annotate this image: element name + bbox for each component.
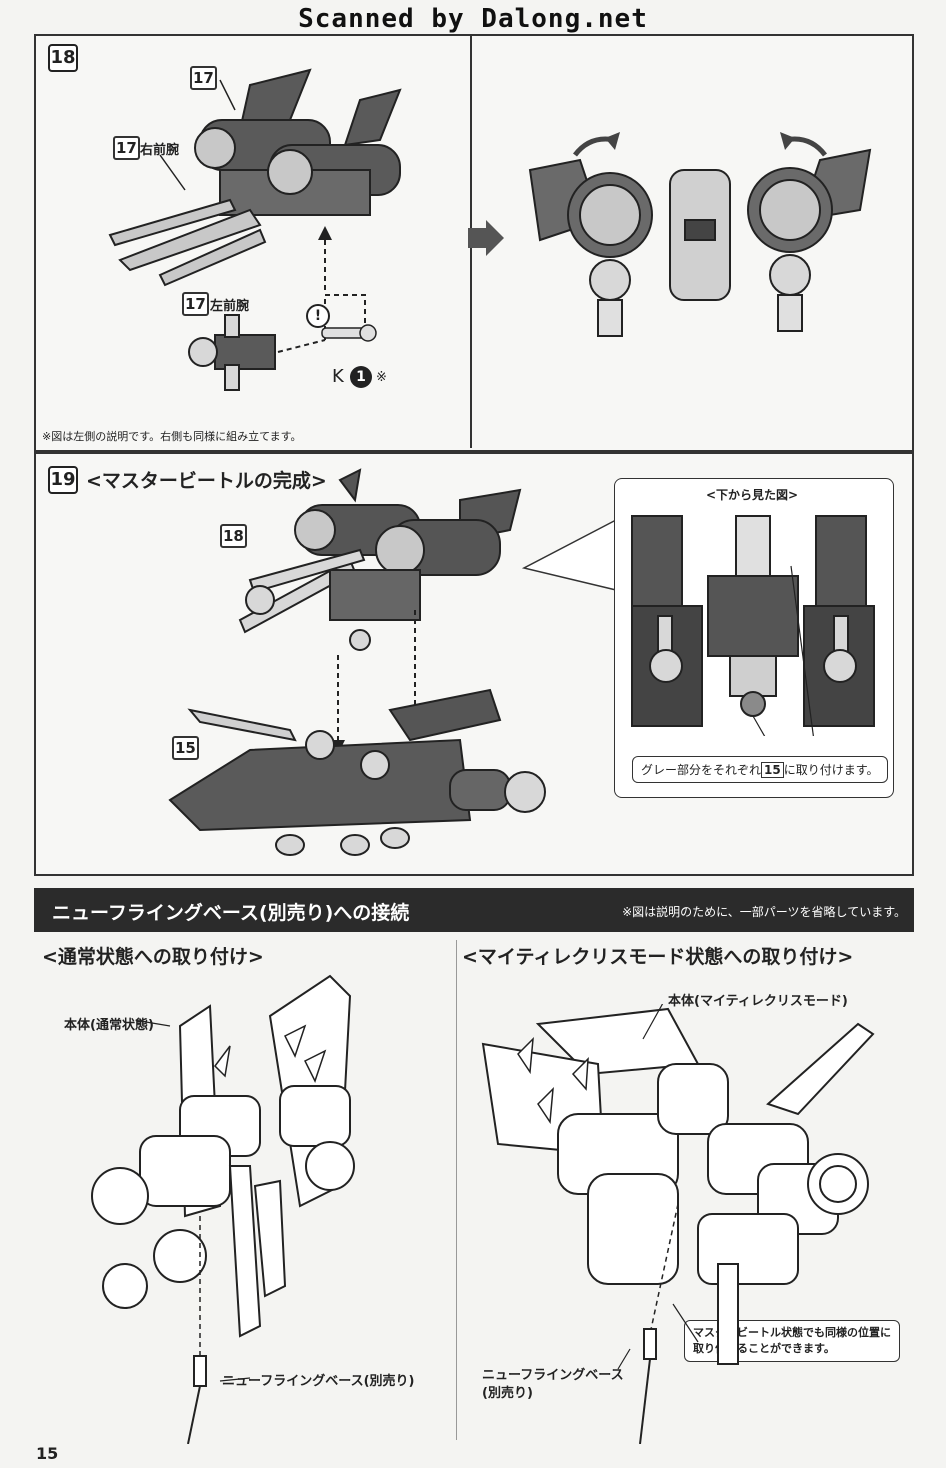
left-forearm-label: 左前腕 xyxy=(210,299,250,314)
mighty-mode-illustration xyxy=(481,1004,875,1444)
connection-banner-title: ニューフライングベース(別売り)への接続 xyxy=(52,902,410,924)
mighty-note-line1: マスタービートル状態でも同様の位置に xyxy=(693,1326,891,1339)
parts-code-number: 1 xyxy=(350,366,372,388)
part-17-right-arm-tag: 17 xyxy=(113,136,140,160)
parts-code-letter: K xyxy=(332,366,344,387)
normal-mode-heading: <通常状態への取り付け> xyxy=(42,946,264,968)
page-number: 15 xyxy=(36,1444,59,1463)
connection-divider xyxy=(456,940,457,1440)
mighty-body-label: 本体(マイティレクリスモード) xyxy=(668,994,848,1009)
right-forearm-label: 右前腕 xyxy=(140,143,180,158)
callout-text-before: グレー部分をそれぞれ xyxy=(641,763,762,777)
mighty-base-label-line1: ニューフライングベース xyxy=(482,1368,624,1383)
part-17-top-tag: 17 xyxy=(190,66,217,90)
step-18-note: ※図は左側の説明です。右側も同様に組み立てます。 xyxy=(42,430,302,443)
step-18-next-arrow xyxy=(468,220,504,256)
normal-body-label: 本体(通常状態) xyxy=(64,1018,154,1033)
step-19-title: <マスタービートルの完成> xyxy=(86,470,327,492)
step-18-number: 18 xyxy=(48,44,78,72)
caution-icon: ! xyxy=(306,304,330,328)
callout-text-after: に取り付けます。 xyxy=(783,763,879,777)
connection-banner: ニューフライングベース(別売り)への接続 ※図は説明のために、一部パーツを省略し… xyxy=(34,888,914,932)
step-19-number: 19 xyxy=(48,466,78,494)
bottom-view-pointer xyxy=(521,519,617,591)
mighty-base-label-line2: (別売り) xyxy=(482,1386,533,1401)
step-19-assembly-illustration xyxy=(168,468,546,856)
normal-mode-illustration xyxy=(91,974,355,1444)
step-18-torso-illustration xyxy=(528,132,872,337)
normal-base-label: ニューフライングベース(別売り) xyxy=(222,1374,415,1389)
bottom-view-illustration xyxy=(631,515,875,736)
mighty-mode-heading: <マイティレクリスモード状態への取り付け> xyxy=(462,946,854,968)
parts-code-mark: ※ xyxy=(376,370,387,385)
callout-part-15-tag: 15 xyxy=(761,762,784,778)
scan-credit: Scanned by Dalong.net xyxy=(298,4,648,34)
bottom-view-title: <下から見た図> xyxy=(706,488,799,502)
part-17-left-arm-tag: 17 xyxy=(182,292,209,316)
step-18-arm-illustration xyxy=(108,68,402,391)
connection-banner-note: ※図は説明のために、一部パーツを省略しています。 xyxy=(622,905,906,919)
part-15-tag: 15 xyxy=(172,736,199,760)
part-18-tag: 18 xyxy=(220,524,247,548)
